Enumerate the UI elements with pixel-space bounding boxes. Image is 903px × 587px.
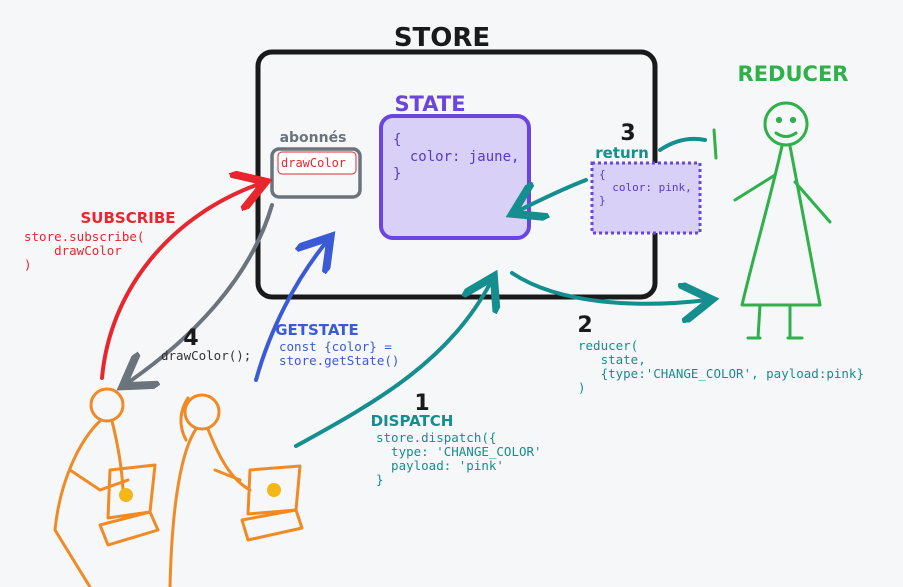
reducer-hand-stroke [658,136,707,152]
state-line-3: } [393,166,401,182]
reduce-arrow [510,271,708,304]
reduce-call-code: reducer( state, {type:'CHANGE_COLOR', pa… [578,338,872,395]
getstate-arrow [254,240,328,382]
laptop-left-screen-dot [119,488,133,502]
step-4: 4 [183,326,198,351]
return-line-2: color: pink, [599,181,692,194]
state-line-1: { [393,132,401,148]
dispatch-line-3: payload: 'pink' [376,458,504,473]
reduce-line-1: reducer( [578,338,638,353]
subscribe-line-2: drawColor [24,243,122,258]
dispatch-line-4: } [376,472,384,487]
store-title: STORE [394,23,490,53]
subscribe-title: SUBSCRIBE [80,209,175,227]
notify-code: drawColor(); [161,348,251,363]
subscriber-item: drawColor [281,156,346,170]
return-code: { color: pink, } [599,168,698,207]
return-label: return [595,144,649,162]
state-code: { color: jaune, } [393,132,528,182]
step-2: 2 [577,313,592,338]
dispatch-arrow [294,280,492,448]
getstate-title: GETSTATE [275,321,359,339]
reduce-line-3: {type:'CHANGE_COLOR', payload:pink} [578,366,864,381]
subscribe-arrow [100,183,262,380]
reduce-line-4: ) [578,380,586,395]
subscribe-line-1: store.subscribe( [24,229,144,244]
dispatch-title: DISPATCH [371,412,454,430]
state-line-2: color: jaune, [393,149,519,165]
return-arrow [516,178,588,212]
getstate-line-1: const {color} = [279,339,392,354]
getstate-code: const {color} = store.getState() [279,339,399,368]
laptop-right-icon [240,464,304,542]
laptop-left-icon [98,463,160,547]
return-box [590,161,702,235]
laptop-right-screen-dot [267,483,281,497]
notify-arrow [126,203,274,384]
getstate-line-2: store.getState() [279,353,399,368]
subscriber-item-box [277,151,357,175]
return-line-3: } [599,194,606,207]
state-title: STATE [394,92,465,116]
dispatch-code: store.dispatch({ type: 'CHANGE_COLOR' pa… [376,430,549,487]
step-1: 1 [414,391,429,416]
subscribe-line-3: ) [24,257,32,272]
state-box [379,114,531,240]
dispatch-line-1: store.dispatch({ [376,430,496,445]
reducer-title: REDUCER [738,62,849,86]
step-3: 3 [620,121,635,146]
dispatch-line-2: type: 'CHANGE_COLOR' [376,444,542,459]
person-right-icon [168,393,252,587]
subscribers-title: abonnés [280,130,347,146]
reduce-line-2: state, [578,352,646,367]
return-line-1: { [599,168,606,181]
person-left-icon [53,387,130,587]
reducer-stick-figure-icon [712,101,832,340]
subscribe-code: store.subscribe( drawColor ) [24,229,152,272]
